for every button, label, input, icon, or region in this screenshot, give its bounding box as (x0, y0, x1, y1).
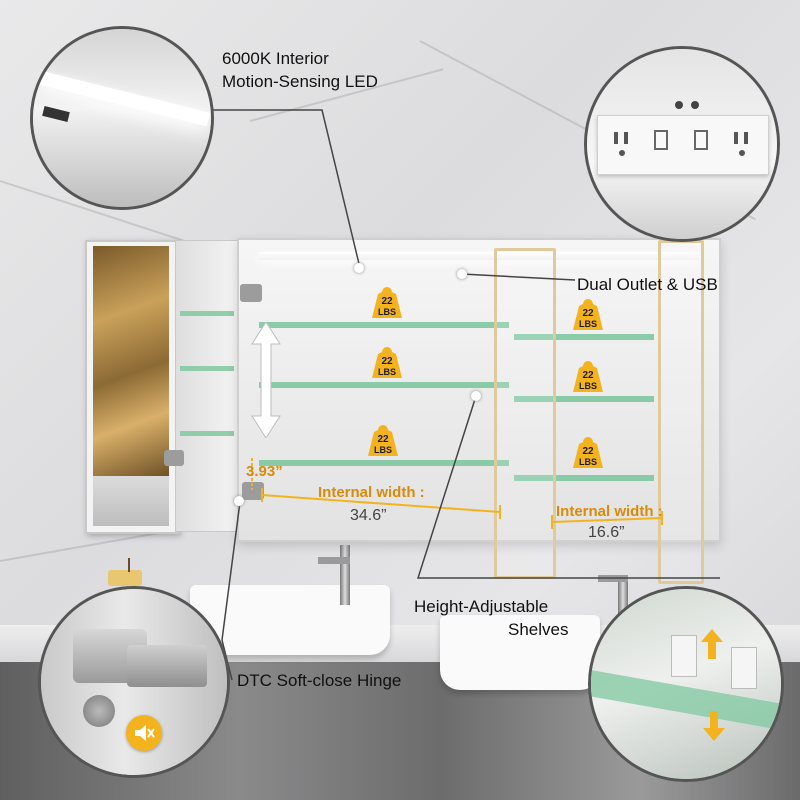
hinge-detail-circle (38, 586, 230, 778)
outlet-callout: Dual Outlet & USB (577, 275, 718, 294)
shelves-callout-line2: Shelves (508, 620, 569, 639)
load-unit: LBS (579, 319, 597, 329)
glass-shelf (259, 460, 509, 466)
outlet-panel (597, 115, 769, 175)
hinge (164, 450, 184, 466)
glass-shelf (259, 382, 509, 388)
weight-icon: 22 LBS (370, 346, 404, 380)
glass-shelf (514, 334, 654, 340)
load-unit: LBS (579, 381, 597, 391)
led-callout-line2: Motion-Sensing LED (222, 72, 378, 91)
weight-icon: 22 LBS (571, 436, 605, 470)
load-number: 22 (582, 370, 594, 381)
glass-shelf (180, 311, 234, 316)
weight-icon: 22 LBS (571, 298, 605, 332)
right-door-frame-inner (494, 248, 556, 579)
load-unit: LBS (378, 307, 396, 317)
glass-shelf (259, 322, 509, 328)
load-unit: LBS (374, 445, 392, 455)
callout-dot (234, 496, 244, 506)
mute-icon (126, 715, 162, 751)
shelf-gap-label: 3.93” (246, 463, 283, 480)
down-arrow-icon (703, 711, 725, 741)
glass-shelf (514, 396, 654, 402)
mirror-reflection (93, 246, 169, 476)
candle-jar (108, 570, 142, 586)
weight-icon: 22 LBS (571, 360, 605, 394)
left-faucet-spout (318, 557, 350, 564)
load-unit: LBS (378, 367, 396, 377)
led-callout-line1: 6000K Interior (222, 49, 329, 68)
led-strip (259, 252, 699, 260)
side-width-value: 16.6” (588, 524, 625, 541)
main-width-value: 34.6” (350, 507, 387, 524)
main-width-label: Internal width : (318, 484, 425, 501)
outlet-detail-circle (584, 46, 780, 242)
glass-shelf (180, 366, 234, 371)
right-door-frame-outer (658, 240, 704, 584)
double-arrow-icon (251, 322, 281, 438)
load-number: 22 (381, 356, 393, 367)
main-cabinet-body (237, 238, 721, 542)
load-unit: LBS (579, 457, 597, 467)
led-detail-circle (30, 26, 214, 210)
shelf-detail-circle (588, 586, 784, 782)
right-sink (440, 615, 600, 690)
shelf-bracket (731, 647, 757, 689)
load-number: 22 (582, 308, 594, 319)
mirror-reflection-lower (93, 476, 169, 526)
left-cabinet-section (175, 240, 239, 532)
load-number: 22 (377, 434, 389, 445)
left-mirror-door (85, 240, 179, 534)
glass-shelf (180, 431, 234, 436)
up-arrow-icon (701, 629, 723, 659)
hinge (242, 482, 264, 500)
weight-icon: 22 LBS (370, 286, 404, 320)
weight-icon: 22 LBS (366, 424, 400, 458)
shelves-callout-line1: Height-Adjustable (414, 597, 549, 616)
callout-dot (354, 263, 364, 273)
diffuser-stick (128, 558, 130, 572)
hinge-callout: DTC Soft-close Hinge (237, 671, 402, 690)
callout-dot (471, 391, 481, 401)
shelf-bracket (671, 635, 697, 677)
callout-dot (457, 269, 467, 279)
left-faucet (340, 545, 350, 605)
load-number: 22 (582, 446, 594, 457)
load-number: 22 (381, 296, 393, 307)
hinge (240, 284, 262, 302)
glass-shelf (514, 475, 654, 481)
side-width-label: Internal width : (556, 503, 663, 520)
